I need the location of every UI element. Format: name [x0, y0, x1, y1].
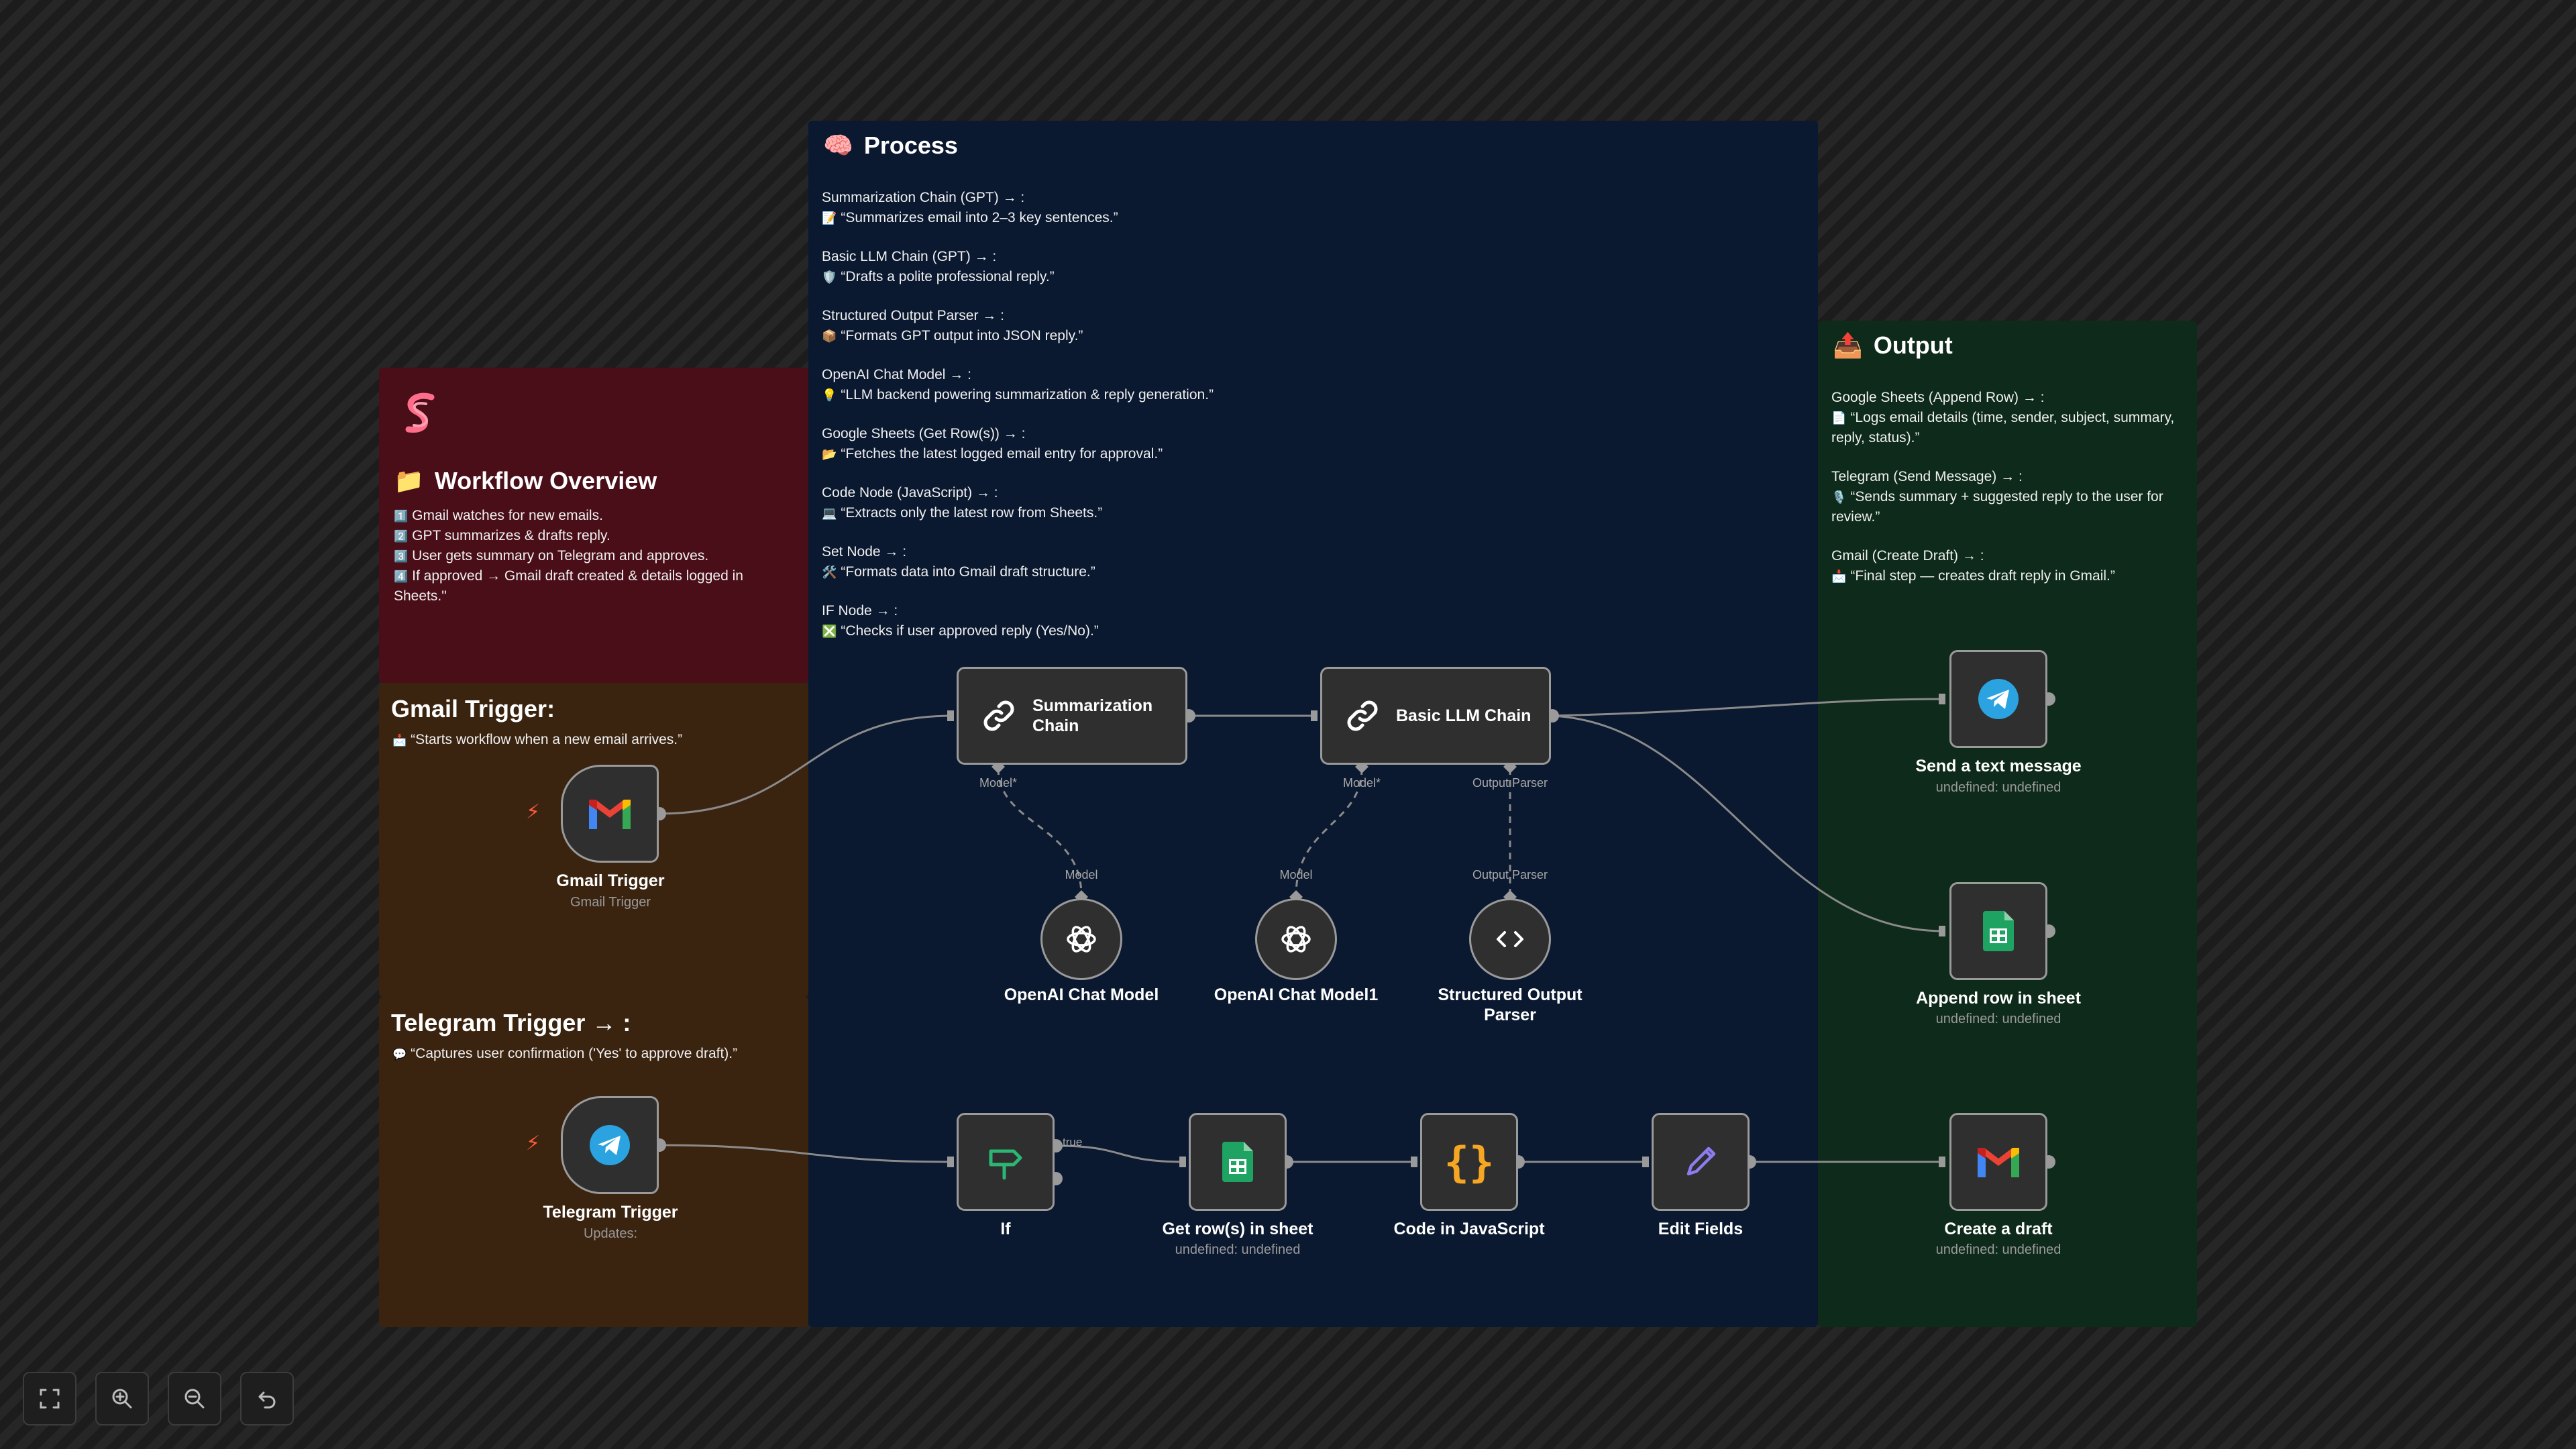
node-label: Send a text message — [1915, 757, 2082, 775]
node-label: Telegram Trigger — [543, 1203, 678, 1222]
brain-icon: 🧠 — [823, 131, 853, 159]
output-item: Google Sheets (Append Row) → : 📄“Logs em… — [1831, 390, 2175, 445]
process-title: 🧠 Process — [823, 131, 958, 159]
process-item: Set Node → : 🛠️“Formats data into Gmail … — [822, 544, 1095, 580]
overview-step: 2️⃣GPT summarizes & drafts reply. — [394, 528, 610, 543]
port-label-model-required: Model* — [1342, 776, 1381, 790]
zoom-out-button[interactable] — [168, 1372, 221, 1426]
node-gmail-trigger[interactable] — [561, 765, 659, 863]
node-subtitle: Updates: — [583, 1226, 638, 1241]
port-label-model: Model — [1065, 868, 1098, 881]
output-title: 📤 Output — [1833, 331, 1953, 359]
node-basic-llm-chain[interactable]: Basic LLM Chain — [1320, 667, 1551, 765]
trigger-bolt-icon: ⚡ — [526, 1132, 541, 1155]
openai-icon — [1281, 926, 1311, 953]
node-get-rows-in-sheet[interactable] — [1189, 1113, 1287, 1211]
node-openai-chat-model[interactable] — [1040, 898, 1122, 980]
node-subtitle: Gmail Trigger — [570, 895, 651, 910]
node-label: Gmail Trigger — [556, 871, 665, 890]
overview-step: 4️⃣If approved → Gmail draft created & d… — [394, 568, 743, 604]
node-label: Create a draft — [1944, 1220, 2053, 1238]
node-telegram-trigger[interactable] — [561, 1096, 659, 1194]
node-label: OpenAI Chat Model1 — [1214, 985, 1379, 1004]
output-item: Gmail (Create Draft) → : 📩“Final step — … — [1831, 548, 2115, 584]
n8n-logo-icon — [405, 392, 435, 433]
pencil-icon — [1686, 1146, 1716, 1176]
node-if[interactable] — [957, 1113, 1055, 1211]
google-sheets-icon — [1222, 1142, 1253, 1182]
telegram-note-desc: 💬“Captures user confirmation ('Yes' to a… — [392, 1046, 738, 1061]
folder-icon: 📁 — [394, 467, 424, 494]
node-label: Code in JavaScript — [1393, 1220, 1545, 1238]
envelope-icon: 📩 — [392, 734, 407, 747]
port-label-model-required: Model* — [979, 776, 1018, 790]
overview-step: 3️⃣User gets summary on Telegram and app… — [394, 548, 709, 564]
node-structured-output-parser[interactable] — [1469, 898, 1551, 980]
fit-view-icon — [40, 1389, 60, 1409]
node-label: Get row(s) in sheet — [1162, 1220, 1313, 1238]
gmail-note-desc: 📩“Starts workflow when a new email arriv… — [392, 732, 683, 747]
overview-steps: 1️⃣Gmail watches for new emails. 2️⃣GPT … — [394, 506, 796, 606]
node-label: If — [1000, 1220, 1011, 1238]
node-subtitle: undefined: undefined — [1175, 1242, 1301, 1257]
process-item: Code Node (JavaScript) → : 💻“Extracts on… — [822, 485, 1103, 521]
process-item: OpenAI Chat Model → : 💡“LLM backend powe… — [822, 367, 1214, 402]
port-label-output-parser: Output Parser — [1472, 776, 1548, 790]
speech-bubble-icon: 💬 — [392, 1048, 407, 1061]
node-label: Edit Fields — [1658, 1220, 1743, 1238]
node-openai-chat-model1[interactable] — [1255, 898, 1337, 980]
link-chain-icon — [983, 700, 1014, 731]
process-item: Summarization Chain (GPT) → : 📝“Summariz… — [822, 190, 1118, 225]
node-summarization-chain[interactable]: Summarization Chain — [957, 667, 1187, 765]
gmail-icon — [589, 800, 631, 829]
node-edit-fields[interactable] — [1652, 1113, 1750, 1211]
node-label: Append row in sheet — [1916, 989, 2081, 1008]
branch-signpost-icon — [989, 1149, 1022, 1180]
zoom-in-button[interactable] — [95, 1372, 149, 1426]
process-item: Google Sheets (Get Row(s)) → : 📂“Fetches… — [822, 426, 1163, 462]
node-subtitle: undefined: undefined — [1935, 1012, 2061, 1026]
node-subtitle: undefined: undefined — [1935, 780, 2061, 795]
zoom-to-fit-button[interactable] — [23, 1372, 76, 1426]
reset-zoom-button[interactable] — [240, 1372, 294, 1426]
outbox-icon: 📤 — [1833, 331, 1863, 359]
process-item: IF Node → : ❎“Checks if user approved re… — [822, 603, 1099, 639]
node-create-a-draft[interactable] — [1949, 1113, 2047, 1211]
port-label-model: Model — [1279, 868, 1313, 881]
process-item: Basic LLM Chain (GPT) → : 🛡️“Drafts a po… — [822, 249, 1055, 284]
google-sheets-icon — [1983, 911, 2014, 951]
node-send-text-message[interactable] — [1949, 650, 2047, 748]
output-item: Telegram (Send Message) → : 🎙️“Sends sum… — [1831, 469, 2163, 525]
openai-icon — [1067, 926, 1096, 953]
node-label: Structured Output Parser — [1438, 985, 1582, 1024]
node-append-row-in-sheet[interactable] — [1949, 882, 2047, 980]
port-label-true: true — [1063, 1136, 1083, 1148]
trigger-bolt-icon: ⚡ — [526, 801, 541, 823]
telegram-note-title: Telegram Trigger → : — [391, 1009, 631, 1036]
node-label: OpenAI Chat Model — [1004, 985, 1159, 1004]
zoom-out-icon — [184, 1389, 205, 1409]
output-items: Google Sheets (Append Row) → : 📄“Logs em… — [1831, 388, 2187, 605]
telegram-icon — [1978, 679, 2019, 719]
zoom-in-icon — [112, 1389, 132, 1409]
node-code-in-javascript[interactable]: {} — [1420, 1113, 1518, 1211]
gmail-note-title: Gmail Trigger: — [391, 695, 555, 722]
process-item: Structured Output Parser → : 📦“Formats G… — [822, 308, 1083, 343]
code-brackets-icon — [1497, 931, 1523, 947]
overview-title: 📁 Workflow Overview — [394, 467, 657, 494]
overview-step: 1️⃣Gmail watches for new emails. — [394, 508, 603, 523]
undo-icon — [258, 1391, 276, 1409]
sticky-note-overview[interactable]: 📁 Workflow Overview 1️⃣Gmail watches for… — [379, 368, 808, 683]
telegram-icon — [590, 1125, 630, 1165]
curly-braces-icon: {} — [1444, 1137, 1495, 1187]
port-label-output-parser: Output Parser — [1472, 868, 1548, 881]
gmail-icon — [1978, 1148, 2019, 1177]
process-items: Summarization Chain (GPT) → : 📝“Summariz… — [822, 188, 1627, 660]
node-subtitle: undefined: undefined — [1935, 1242, 2061, 1257]
link-chain-icon — [1347, 700, 1378, 731]
